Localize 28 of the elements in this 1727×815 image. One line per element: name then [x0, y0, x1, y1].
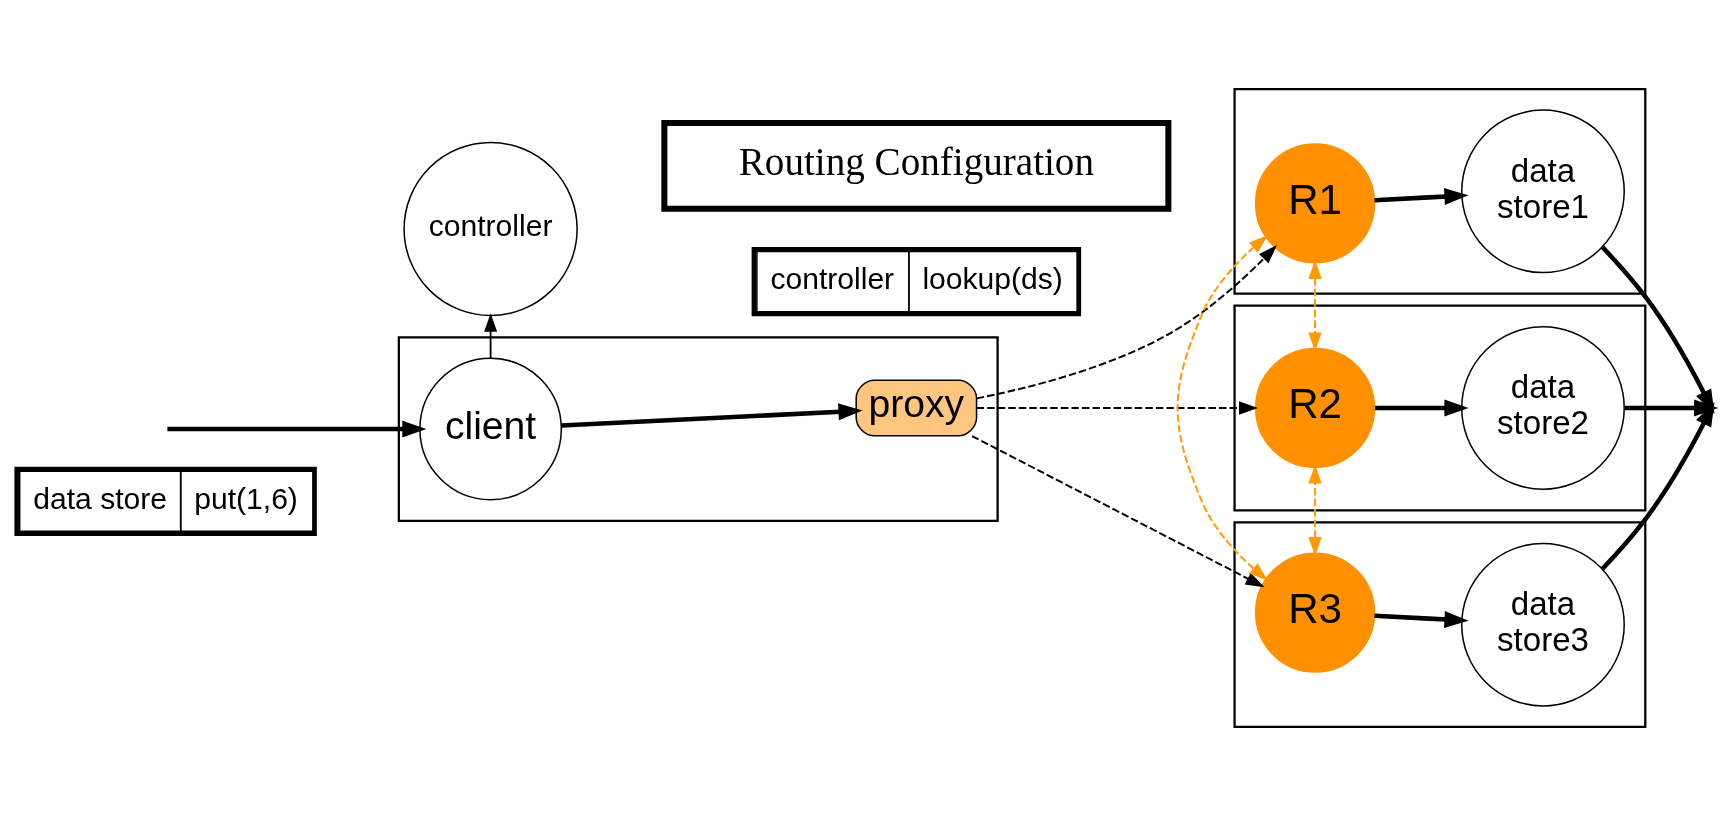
- cluster: [397, 335, 999, 522]
- arrow: [484, 312, 498, 359]
- arrow: [1600, 245, 1715, 414]
- arrow: [971, 434, 1265, 587]
- node-circle: data store3: [1461, 542, 1625, 707]
- cluster: [1233, 87, 1647, 295]
- arrow: [1308, 464, 1322, 556]
- cluster: [1233, 304, 1647, 511]
- node-box: Routing Configuration: [661, 119, 1172, 212]
- node-box: proxy: [855, 378, 978, 437]
- arrow: [1308, 259, 1322, 351]
- node-circle: client: [419, 357, 563, 500]
- arrow: [1374, 610, 1469, 628]
- node-circle: data store2: [1461, 325, 1625, 490]
- arrow: [1374, 187, 1469, 205]
- arrow: [167, 420, 427, 437]
- arrow: [975, 400, 1258, 415]
- arrow: [976, 244, 1277, 399]
- arrow: [1176, 234, 1268, 581]
- cluster: [1233, 520, 1647, 728]
- node-circle: data store1: [1461, 108, 1625, 273]
- node-circle: R2: [1254, 347, 1376, 468]
- arrow: [1375, 399, 1469, 416]
- arrow: [561, 402, 863, 428]
- node-circle: controller: [403, 141, 578, 316]
- arrow: [1600, 401, 1715, 570]
- node-circle: R3: [1254, 551, 1376, 673]
- arrow: [1624, 388, 1719, 427]
